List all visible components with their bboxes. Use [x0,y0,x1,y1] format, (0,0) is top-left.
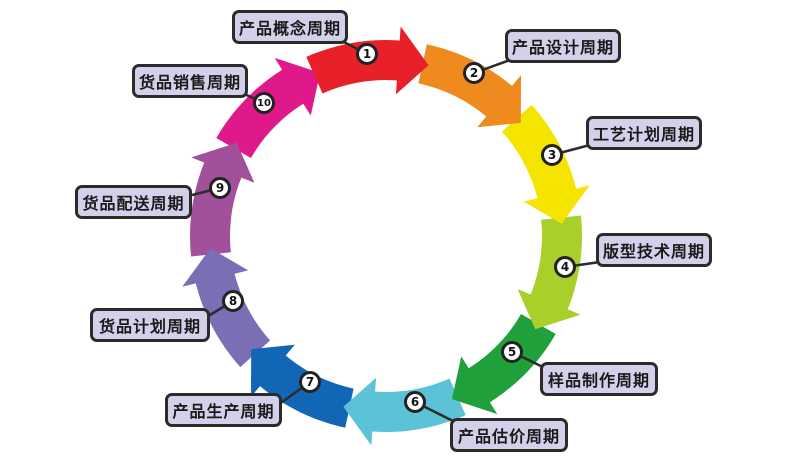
cycle-arrow-5 [451,314,556,415]
stage-label-10: 货品销售周期 [132,64,248,98]
stage-label-2: 产品设计周期 [505,29,621,63]
cycle-arrow-6 [343,377,466,446]
stage-number-1: 1 [356,43,378,65]
cycle-arrow-4 [517,215,582,330]
stage-label-5: 样品制作周期 [540,362,658,396]
stage-label-4: 版型技术周期 [596,233,712,267]
stage-label-8: 货品计划周期 [90,308,210,342]
stage-number-7: 7 [299,371,321,393]
stage-number-5: 5 [501,341,523,363]
stage-label-7: 产品生产周期 [165,393,282,427]
cycle-arrow-2 [418,44,521,128]
stage-number-6: 6 [404,391,426,413]
stage-label-9: 货品配送周期 [75,185,192,219]
stage-number-8: 8 [222,290,244,312]
stage-number-2: 2 [463,62,485,84]
cycle-arrow-9 [190,142,255,257]
stage-label-3: 工艺计划周期 [586,116,702,150]
stage-number-4: 4 [554,256,576,278]
stage-label-1: 产品概念周期 [232,10,348,44]
stage-number-3: 3 [541,144,563,166]
stage-number-10: 10 [253,92,275,114]
stage-number-9: 9 [209,177,231,199]
stage-label-6: 产品估价周期 [450,418,568,452]
